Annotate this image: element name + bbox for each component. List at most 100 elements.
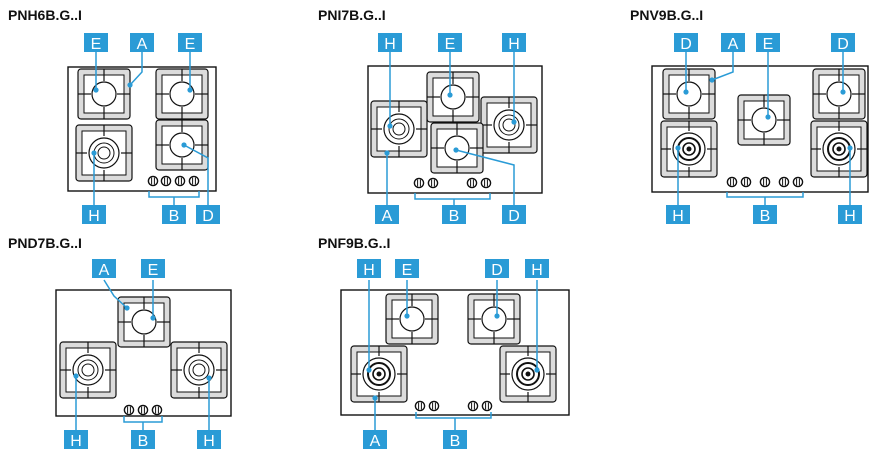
svg-text:D: D bbox=[508, 208, 520, 225]
svg-text:E: E bbox=[445, 36, 456, 53]
knob bbox=[151, 404, 163, 416]
hob-pnf9b: PNF9B.G..I H E D H A B bbox=[318, 235, 570, 450]
svg-text:A: A bbox=[728, 36, 739, 53]
label-a: A bbox=[130, 33, 154, 53]
knob bbox=[480, 177, 492, 189]
label-h: H bbox=[502, 33, 526, 53]
hob-pni7b: PNI7B.G..I H E H A B D bbox=[318, 7, 543, 225]
burner bbox=[810, 120, 868, 178]
svg-text:H: H bbox=[508, 36, 520, 53]
burner bbox=[155, 68, 209, 120]
label-b: B bbox=[442, 205, 466, 225]
knob bbox=[466, 177, 478, 189]
knob bbox=[137, 404, 149, 416]
model-title-pnf9b: PNF9B.G..I bbox=[318, 235, 390, 251]
label-e: E bbox=[141, 259, 165, 279]
label-d: D bbox=[831, 33, 855, 53]
svg-text:A: A bbox=[137, 36, 148, 53]
callout-lines bbox=[677, 52, 851, 205]
knob bbox=[759, 176, 771, 188]
callout-dots bbox=[384, 92, 517, 156]
label-h: H bbox=[666, 205, 690, 225]
label-d: D bbox=[674, 33, 698, 53]
svg-text:B: B bbox=[449, 208, 460, 225]
label-b: B bbox=[131, 430, 155, 450]
svg-text:B: B bbox=[169, 208, 180, 225]
callout-dots bbox=[91, 82, 193, 156]
label-h: H bbox=[64, 430, 88, 450]
label-h: H bbox=[838, 205, 862, 225]
label-d: D bbox=[485, 259, 509, 279]
svg-text:E: E bbox=[763, 36, 774, 53]
label-e: E bbox=[756, 33, 780, 53]
svg-text:A: A bbox=[382, 208, 393, 225]
svg-text:D: D bbox=[491, 262, 503, 279]
label-h: H bbox=[378, 33, 402, 53]
knob bbox=[413, 177, 425, 189]
burner bbox=[75, 124, 133, 182]
knob bbox=[481, 400, 493, 412]
model-title-pnv9b: PNV9B.G..I bbox=[630, 7, 703, 23]
burner bbox=[117, 296, 171, 348]
svg-text:B: B bbox=[450, 433, 461, 450]
burner bbox=[170, 341, 228, 399]
svg-text:D: D bbox=[680, 36, 692, 53]
callout-lines bbox=[368, 280, 538, 430]
knob bbox=[428, 400, 440, 412]
knob bbox=[467, 400, 479, 412]
knob bbox=[726, 176, 738, 188]
callout-lines bbox=[93, 52, 209, 205]
knob bbox=[414, 400, 426, 412]
label-h: H bbox=[357, 259, 381, 279]
burner bbox=[662, 68, 716, 120]
svg-text:E: E bbox=[185, 36, 196, 53]
callout-lines bbox=[386, 52, 515, 205]
label-e: E bbox=[438, 33, 462, 53]
svg-text:H: H bbox=[88, 208, 100, 225]
model-title-pni7b: PNI7B.G..I bbox=[318, 7, 386, 23]
svg-text:H: H bbox=[384, 36, 396, 53]
callout-dots bbox=[366, 313, 540, 401]
svg-text:H: H bbox=[70, 433, 82, 450]
callout-dots bbox=[73, 305, 212, 381]
label-h: H bbox=[82, 205, 106, 225]
knob bbox=[778, 176, 790, 188]
label-h: H bbox=[197, 430, 221, 450]
label-e: E bbox=[395, 259, 419, 279]
svg-text:H: H bbox=[203, 433, 215, 450]
burner bbox=[660, 120, 718, 178]
svg-text:E: E bbox=[402, 262, 413, 279]
label-h: H bbox=[525, 259, 549, 279]
svg-text:B: B bbox=[760, 208, 771, 225]
label-e: E bbox=[84, 33, 108, 53]
burner bbox=[385, 293, 439, 345]
model-title-pnh6b: PNH6B.G..I bbox=[8, 7, 82, 23]
knob bbox=[792, 176, 804, 188]
burner bbox=[480, 96, 538, 154]
label-a: A bbox=[721, 33, 745, 53]
svg-text:D: D bbox=[202, 208, 214, 225]
svg-text:E: E bbox=[148, 262, 159, 279]
hob-pnh6b: PNH6B.G..I E A E H B D bbox=[8, 7, 220, 225]
knob bbox=[160, 175, 172, 187]
burner bbox=[467, 293, 521, 345]
knob bbox=[740, 176, 752, 188]
svg-text:B: B bbox=[138, 433, 149, 450]
hob-pnv9b: PNV9B.G..I D A E D H B H bbox=[630, 7, 869, 225]
svg-text:H: H bbox=[531, 262, 543, 279]
burner bbox=[370, 100, 428, 158]
svg-text:D: D bbox=[837, 36, 849, 53]
svg-text:H: H bbox=[363, 262, 375, 279]
svg-text:A: A bbox=[99, 262, 110, 279]
hob-pnd7b: PND7B.G..I A E H B H bbox=[8, 235, 232, 450]
burner bbox=[737, 94, 791, 146]
knob bbox=[123, 404, 135, 416]
label-a: A bbox=[375, 205, 399, 225]
burner bbox=[59, 341, 117, 399]
label-b: B bbox=[162, 205, 186, 225]
knob bbox=[188, 175, 200, 187]
label-e: E bbox=[178, 33, 202, 53]
burner bbox=[350, 345, 408, 403]
